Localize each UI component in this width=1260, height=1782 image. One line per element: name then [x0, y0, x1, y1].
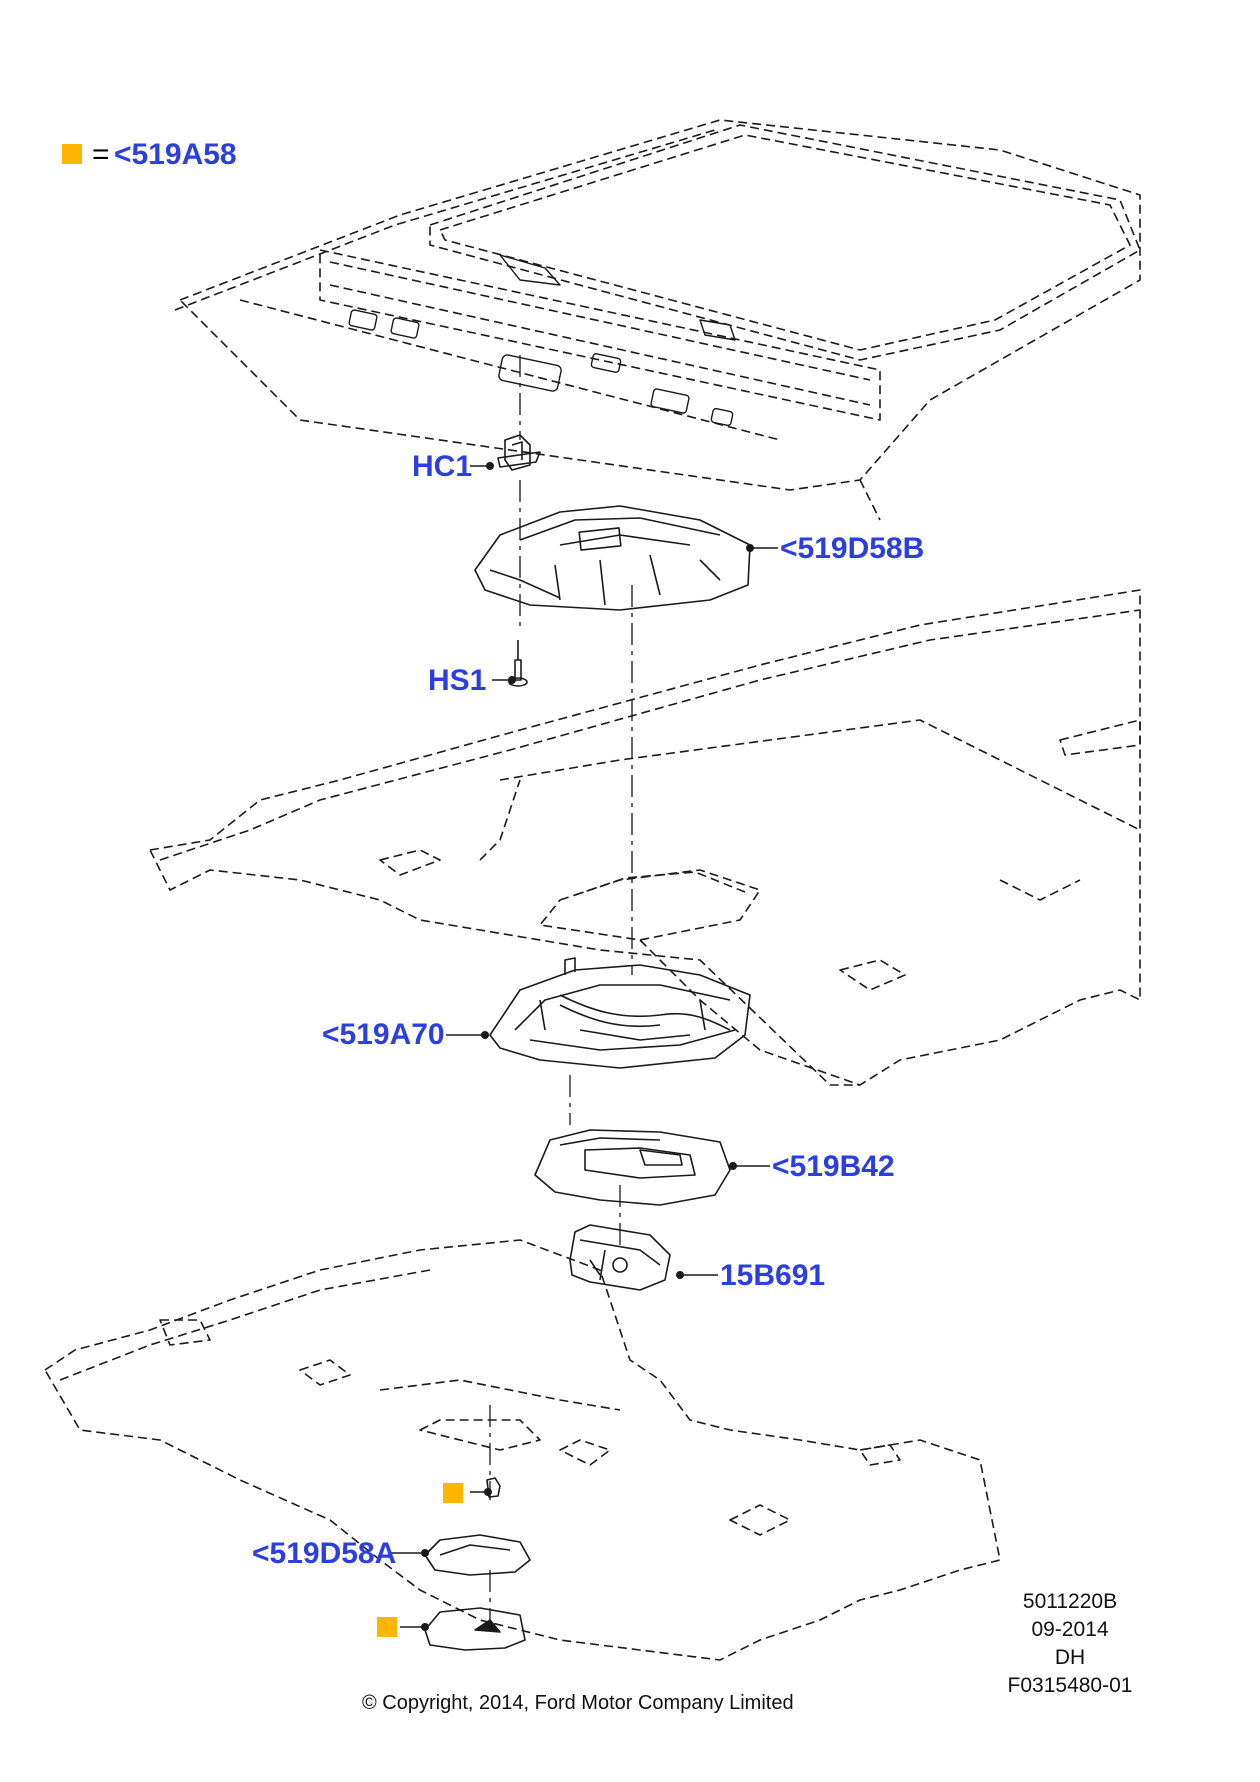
callout-hc1: HC1 [412, 450, 473, 483]
meta-figure: F0315480-01 [1007, 1674, 1133, 1697]
copyright-text: © Copyright, 2014, Ford Motor Company Li… [362, 1692, 794, 1714]
headliner-upper [149, 589, 1141, 1086]
legend-swatch [62, 144, 82, 164]
part-hc1-clip [497, 434, 541, 471]
legend-equals: = [92, 138, 110, 171]
roof-panel-details [348, 254, 736, 427]
swatch-marker-clip [443, 1483, 463, 1503]
drawing-meta: 5011220B 09-2014 DH F0315480-01 [995, 1588, 1145, 1700]
meta-author: DH [1054, 1646, 1086, 1669]
part-15b691-module [569, 1224, 671, 1291]
part-519a70-console [489, 957, 751, 1069]
part-519d58b-bracket [474, 505, 751, 611]
meta-date: 09-2014 [1031, 1618, 1109, 1641]
meta-ref: 5011220B [1022, 1590, 1118, 1613]
part-519d58a-trim [424, 1534, 531, 1576]
callout-519d58b: <519D58B [780, 532, 925, 565]
callout-hs1: HS1 [428, 664, 487, 697]
part-519b42-bezel [534, 1129, 731, 1206]
callout-15b691: 15B691 [720, 1259, 826, 1292]
swatch-marker-lens [377, 1617, 397, 1637]
alignment-lines [489, 355, 633, 1620]
headliner-lower [44, 1239, 1001, 1661]
callout-519b42: <519B42 [772, 1150, 895, 1183]
leader-dots [421, 462, 754, 1631]
roof-panel [174, 119, 1141, 521]
callout-519a70: <519A70 [322, 1018, 445, 1051]
callout-519d58a: <519D58A [252, 1537, 397, 1570]
leader-lines [390, 465, 778, 1628]
part-swatch-lens [424, 1607, 526, 1651]
legend-part-label: <519A58 [114, 138, 237, 171]
